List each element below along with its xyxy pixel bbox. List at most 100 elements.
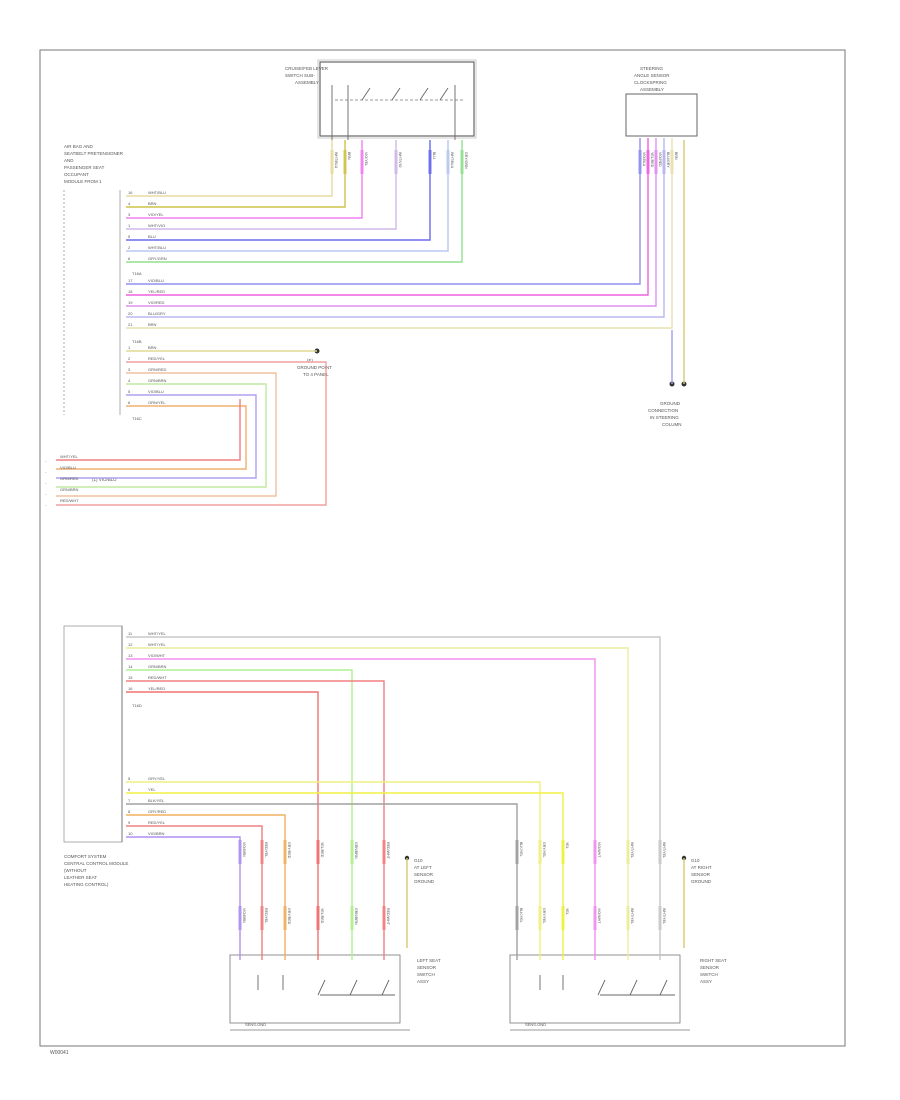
ground-sensor-right-label-0: G10 [691, 858, 700, 863]
wire-g1-1-vlabel: BRN [347, 152, 351, 160]
wire-harness-extra [56, 399, 241, 461]
ground-mid: (E) GROUND POINT TO 4 PANEL [297, 348, 332, 377]
wire-g5-4b-marker [260, 906, 264, 930]
ground-right: GROUND CONNECTION IN STEERING COLUMN [648, 381, 687, 427]
wire-g3-2-label: GRN/RED [148, 367, 167, 372]
connector-t16d: T16D [132, 703, 142, 708]
wire-g5-1b-marker [561, 906, 565, 930]
switch-top-label-2: ASSEMBLY [295, 80, 319, 85]
wire-g2-2 [126, 138, 657, 307]
sensor-left: SENS-GND LEFT SEAT SENSOR SWITCH ASSY [229, 954, 441, 1031]
wire-g5-0b-marker [538, 906, 542, 930]
wire-g4-5b-marker [316, 906, 320, 930]
wire-g4-1b-marker [626, 906, 630, 930]
wire-g1-3-marker [394, 150, 398, 174]
wire-g5-0b-vlabel: GRY/YEL [542, 908, 546, 924]
wire-g5-5 [126, 836, 241, 960]
wire-g3-0-label: BRN [148, 345, 157, 350]
ground-sensor-left: G10 AT LEFT SENSOR GROUND [404, 855, 435, 948]
wire-g2-0-label: VIO/BLU [148, 278, 164, 283]
wire-g1-6-pin: 6 [128, 256, 131, 261]
ground-sensor-right: G10 AT RIGHT SENSOR GROUND [681, 855, 712, 948]
wire-g2-4-label: BRN [148, 322, 157, 327]
wire-g4-0-pin: 11 [128, 631, 133, 636]
wire-g5-2a-vlabel: BLK/YEL [519, 842, 523, 857]
wire-g5-4-label: RED/YEL [148, 820, 166, 825]
wire-g5-4a-marker [260, 840, 264, 864]
wire-g3-4 [56, 394, 257, 479]
wire-g3-0-pin: 1 [128, 345, 131, 350]
wire-g4-4a-marker [382, 840, 386, 864]
module-left-label-3: PASSENGER SEAT [64, 165, 105, 170]
wire-g5-3b-marker [283, 906, 287, 930]
wire-g5-3a-vlabel: GRY/RED [287, 842, 291, 859]
ground-sensor-right-label-1: AT RIGHT [691, 865, 712, 870]
wire-g4-2b-vlabel: VIO/WHT [597, 908, 601, 924]
wire-g1-6 [126, 140, 463, 263]
wire-g2-4-marker [670, 150, 674, 174]
wire-g5-2b-vlabel: BLK/YEL [519, 908, 523, 923]
wire-g5-2a-marker [515, 840, 519, 864]
wire-g1-4-pin: 5 [128, 234, 131, 239]
wire-g4-4b-vlabel: RED/WHT [386, 908, 390, 926]
wire-g4-4b-marker [382, 906, 386, 930]
wire-g4-5 [126, 691, 319, 960]
wire-g4-4-pin: 15 [128, 675, 133, 680]
wire-g5-1b-vlabel: YEL [565, 908, 569, 915]
wire-g2-3 [126, 138, 665, 318]
harness-left: (1) VIO/BLU [92, 477, 117, 482]
module-top-right-label-1: ANGLE SENSOR [634, 73, 670, 78]
wire-g2-4 [126, 138, 673, 329]
sensor-right-label-0: RIGHT SEAT [700, 958, 727, 963]
wire-g3-5-pin: 6 [128, 400, 131, 405]
wire-g4-0-label: WHT/YEL [148, 631, 167, 636]
wire-g1-1-pin: 4 [128, 201, 131, 206]
wire-g2-4-vlabel: BRN [674, 152, 678, 160]
wire-g5-3-pin: 8 [128, 809, 131, 814]
sensor-right-label-1: SENSOR [700, 965, 720, 970]
wire-g1-2-label: VIO/YEL [148, 212, 164, 217]
harness-label-3: GRN/BRN [60, 487, 79, 492]
wire-g2-0-pin: 17 [128, 278, 133, 283]
wire-g5-4 [126, 825, 263, 960]
wire-g2-2-marker [654, 150, 658, 174]
wire-g1-0-marker [330, 150, 334, 174]
module-bottom: COMFORT SYSTEM CENTRAL CONTROL MODULE (W… [63, 625, 142, 887]
wire-g1-0-label: WHT/BLU [148, 190, 166, 195]
wire-g1-3 [126, 140, 397, 230]
wire-g3-1-pin: 2 [128, 356, 131, 361]
wire-g4-0b-vlabel: WHT/YEL [662, 908, 666, 924]
page-label: W00041 [50, 1050, 69, 1056]
ground-mid-label-1: GROUND POINT [297, 365, 332, 370]
wire-g3-3-pin: 4 [128, 378, 131, 383]
wire-g5-2-pin: 7 [128, 798, 131, 803]
wire-g5-4-pin: 9 [128, 820, 131, 825]
wire-g4-2a-marker [593, 840, 597, 864]
wire-g5-5-label: VIO/BRN [148, 831, 165, 836]
wire-g5-3b-vlabel: GRY/RED [287, 908, 291, 925]
wire-g2-0-vlabel: VIO/BLU [642, 152, 646, 167]
harness-dash-3: - [45, 491, 47, 496]
wire-g3-3 [56, 383, 267, 488]
module-bottom-label-2: (WITHOUT [64, 868, 87, 873]
module-bottom-label-4: HEATING CONTROL) [64, 882, 109, 887]
harness-dash-0: - [45, 458, 47, 463]
wire-g3-1 [56, 361, 327, 506]
wire-g4-3-label: GRN/BRN [148, 664, 167, 669]
wire-g4-0 [126, 636, 661, 960]
ground-right-label-3: COLUMN [662, 422, 682, 427]
wire-g1-4-label: BLU [148, 234, 156, 239]
sensor-left-label-3: ASSY [417, 979, 429, 984]
wire-g3-5-label: ORN/YEL [148, 400, 166, 405]
ground-mid-label-0: (E) [307, 358, 314, 363]
wire-g4-2b-marker [593, 906, 597, 930]
wire-g5-1a-vlabel: YEL [565, 842, 569, 849]
wire-g3-4-pin: 5 [128, 389, 131, 394]
ground-mid-label-2: TO 4 PANEL [303, 372, 329, 377]
wire-g4-3a-marker [350, 840, 354, 864]
harness-dash-4: - [45, 502, 47, 507]
ground-sensor-left-label-3: GROUND [414, 879, 435, 884]
wire-g1-3-pin: 1 [128, 223, 131, 228]
harness-label-1: VIO/BLU [60, 465, 76, 470]
switch-top-label-1: SWITCH SUB- [285, 73, 315, 78]
